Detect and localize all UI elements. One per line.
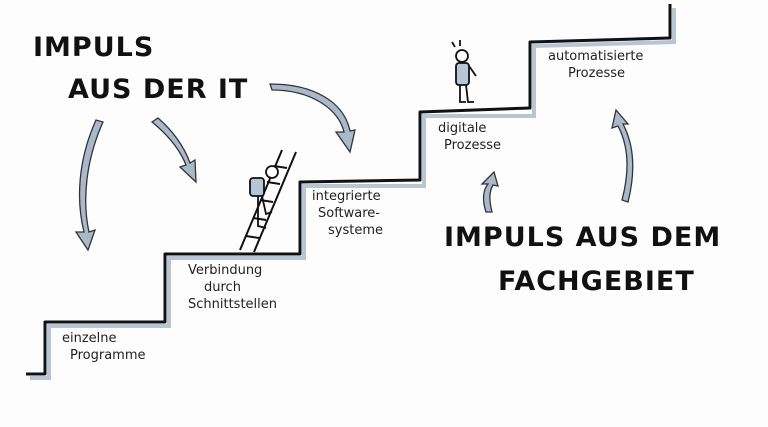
step-label: Verbindung [188, 263, 263, 278]
step-label: Programme [70, 348, 146, 363]
climbing-person-icon [249, 165, 279, 229]
step-label: digitale [438, 121, 487, 136]
step-label: Schnittstellen [188, 297, 278, 312]
arrow-it-1 [74, 119, 104, 252]
step-label: Prozesse [444, 138, 501, 153]
staircase [26, 4, 672, 376]
arrow-fach-1 [480, 170, 499, 213]
step-einzelne-programme: einzelne Programme [62, 330, 146, 364]
step-label: Software- [318, 206, 380, 221]
impuls-fach-line1: IMPULS AUS DEM [444, 222, 722, 253]
impuls-it-line1: IMPULS [33, 32, 155, 63]
step-label: einzelne [62, 331, 117, 346]
step-automatisierte-prozesse: automatisierte Prozesse [548, 48, 643, 82]
step-label: systeme [328, 223, 383, 238]
arrow-it-3 [269, 83, 356, 154]
step-label: Prozesse [568, 66, 625, 81]
step-integrierte-systeme: integrierte Software- systeme [312, 188, 383, 239]
standing-person-icon [451, 40, 477, 103]
step-digitale-prozesse: digitale Prozesse [438, 120, 501, 154]
ladder [239, 149, 297, 253]
arrow-fach-2 [611, 108, 634, 203]
staircase-shadow [30, 8, 676, 380]
arrow-it-2 [150, 117, 197, 184]
step-label: integrierte [312, 189, 381, 204]
step-label: durch [204, 280, 241, 295]
step-schnittstellen: Verbindung durch Schnittstellen [188, 262, 277, 313]
impuls-it-line2: AUS DER IT [68, 74, 249, 105]
impuls-fach-line2: FACHGEBIET [498, 266, 695, 297]
step-label: automatisierte [548, 49, 644, 64]
